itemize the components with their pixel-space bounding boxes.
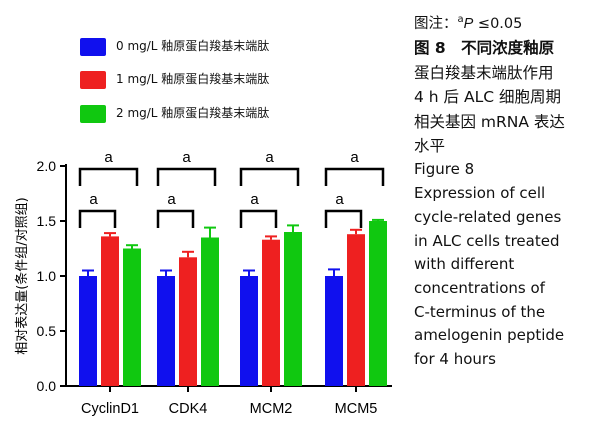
significance-label: a	[182, 149, 191, 166]
legend-label: 2 mg/L 釉原蛋白羧基末端肽	[116, 106, 270, 120]
legend-swatch-red	[80, 71, 106, 89]
significance-bracket	[324, 167, 385, 186]
significance-label: a	[89, 191, 98, 208]
caption-en-line: Expression of cell	[414, 184, 546, 203]
caption-en-line: cycle-related genes	[414, 207, 562, 226]
legend-swatch-blue	[80, 38, 106, 56]
bar	[284, 232, 302, 386]
caption-en-line: Figure 8	[414, 160, 475, 179]
note-rest: ≤0.05	[473, 16, 523, 32]
significance-bracket	[324, 209, 363, 228]
bar-chart: 0.0 0.5 1.0 1.5 2.0 相对表达量(条件组/对照组) CyclinD1 CDK…	[14, 38, 392, 417]
y-tick-label: 1.0	[37, 268, 57, 284]
figure-caption: 图注：aP ≤0.05 图 8 不同浓度釉原 蛋白羧基末端肽作用 4 h 后 A…	[414, 12, 610, 372]
significance-label: a	[104, 149, 113, 166]
significance-bracket	[239, 167, 300, 186]
caption-en-line: for 4 hours	[414, 350, 496, 369]
significance-bracket	[239, 209, 278, 228]
caption-cn-line: 相关基因 mRNA 表达	[414, 112, 565, 131]
x-tick-label: MCM2	[250, 401, 293, 417]
x-tick-label: MCM5	[335, 401, 378, 417]
y-tick-label: 1.5	[37, 213, 57, 229]
caption-cn-line: 水平	[414, 137, 446, 156]
y-tick-label: 2.0	[37, 158, 57, 174]
caption-en-line: amelogenin peptide	[414, 326, 565, 345]
bar	[240, 276, 258, 386]
caption-cn-line: 蛋白羧基末端肽作用	[414, 63, 554, 82]
bar	[179, 257, 197, 386]
significance-bracket	[78, 209, 117, 228]
bar	[262, 239, 280, 386]
bar	[123, 248, 141, 386]
x-tick-label: CyclinD1	[81, 401, 139, 417]
caption-en-line: C-terminus of the	[414, 302, 546, 321]
bar	[369, 221, 387, 386]
caption-en-line: in ALC cells treated	[414, 231, 560, 250]
legend-label: 1 mg/L 釉原蛋白羧基末端肽	[116, 72, 270, 86]
bar	[201, 237, 219, 386]
y-tick-label: 0.5	[37, 323, 57, 339]
note-sup: a	[457, 14, 464, 26]
significance-label: a	[167, 191, 176, 208]
significance-label: a	[350, 149, 359, 166]
caption-en-line: with different	[414, 255, 515, 274]
caption-note: 图注：aP ≤0.05	[414, 12, 610, 36]
bar	[347, 234, 365, 386]
caption-cn-line: 4 h 后 ALC 细胞周期	[414, 88, 561, 107]
bar	[101, 236, 119, 386]
y-tick-label: 0.0	[37, 378, 57, 394]
significance-label: a	[250, 191, 259, 208]
significance-bracket	[156, 167, 217, 186]
chart-canvas: 0.0 0.5 1.0 1.5 2.0 相对表达量(条件组/对照组) CyclinD1 CDK…	[14, 149, 392, 417]
bar	[79, 276, 97, 386]
significance-bracket	[78, 167, 139, 186]
bar	[325, 276, 343, 386]
significance-label: a	[335, 191, 344, 208]
y-axis-label: 相对表达量(条件组/对照组)	[14, 197, 30, 355]
bar	[157, 276, 175, 386]
legend-swatch-green	[80, 105, 106, 123]
caption-cn-line: 图 8 不同浓度釉原	[414, 39, 555, 58]
x-tick-label: CDK4	[169, 401, 208, 417]
note-p: P	[463, 16, 474, 32]
legend-label: 0 mg/L 釉原蛋白羧基末端肽	[116, 39, 270, 53]
significance-label: a	[265, 149, 274, 166]
note-prefix: 图注：	[414, 16, 458, 32]
caption-en-line: concentrations of	[414, 278, 545, 297]
significance-bracket	[156, 209, 195, 228]
